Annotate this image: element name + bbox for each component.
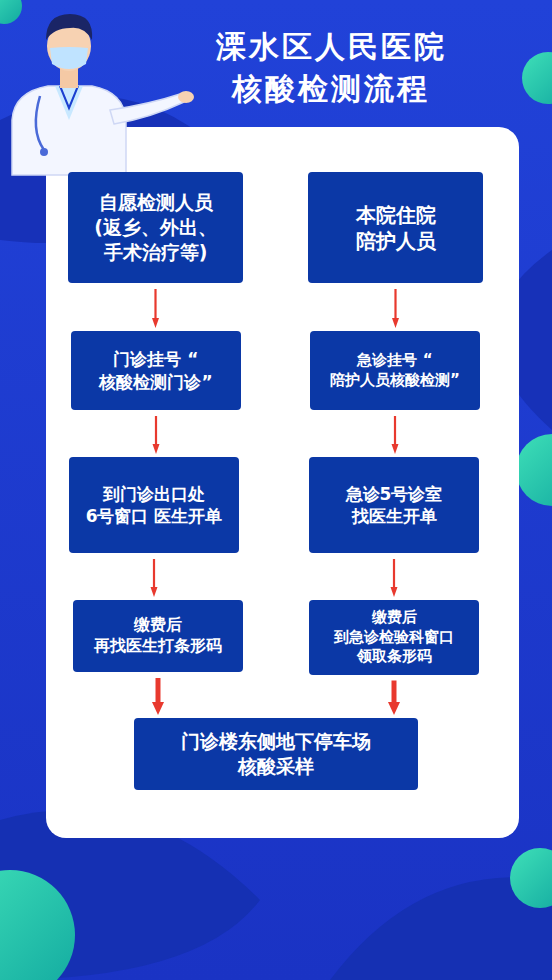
flow-arrow: [153, 416, 160, 454]
process-box: 急诊挂号 “ 陪护人员核酸检测”: [310, 331, 480, 410]
box-text: 门诊楼东侧地下停车场 核酸采样: [144, 729, 408, 778]
flow-arrow: [388, 681, 400, 716]
process-box: 缴费后 到急诊检验科窗口 领取条形码: [309, 600, 479, 675]
arrow-line: [156, 678, 161, 704]
arrow-head: [151, 587, 158, 597]
arrow-head: [392, 444, 399, 454]
arrow-line: [154, 289, 156, 320]
poster-title: 溧水区人民医院 核酸检测流程: [196, 26, 466, 110]
deco-circle: [510, 848, 552, 908]
deco-circle: [522, 52, 552, 104]
process-box: 门诊楼东侧地下停车场 核酸采样: [134, 718, 418, 790]
flow-arrow: [152, 678, 164, 715]
process-box: 门诊挂号 “ 核酸检测门诊”: [71, 331, 241, 410]
box-text: 本院住院 陪护人员: [318, 202, 473, 254]
box-text: 到门诊出口处 6号窗口 医生开单: [79, 483, 229, 527]
arrow-head: [388, 702, 400, 715]
box-text: 急诊挂号 “ 陪护人员核酸检测”: [320, 351, 470, 390]
arrow-line: [153, 559, 155, 589]
deco-circle: [0, 870, 75, 980]
arrow-line: [155, 416, 157, 446]
arrow-head: [152, 702, 164, 715]
arrow-head: [392, 318, 399, 328]
process-box: 急诊5号诊室 找医生开单: [309, 457, 479, 553]
arrow-line: [394, 416, 396, 446]
box-text: 缴费后 到急诊检验科窗口 领取条形码: [319, 608, 469, 667]
deco-circle: [0, 0, 22, 24]
box-text: 急诊5号诊室 找医生开单: [319, 483, 469, 527]
process-box: 自愿检测人员 (返乡、外出、 手术治疗等): [68, 172, 243, 283]
arrow-head: [152, 318, 159, 328]
deco-circle: [516, 434, 552, 506]
process-box: 缴费后 再找医生打条形码: [73, 600, 243, 672]
flow-arrow: [392, 416, 399, 454]
arrow-head: [153, 444, 160, 454]
process-box: 到门诊出口处 6号窗口 医生开单: [69, 457, 239, 553]
flow-arrow: [152, 289, 159, 328]
flow-arrow: [151, 559, 158, 597]
white-panel: [46, 127, 519, 838]
box-text: 门诊挂号 “ 核酸检测门诊”: [81, 348, 231, 392]
arrow-line: [394, 289, 396, 320]
doctor-illustration: [12, 14, 194, 175]
box-text: 缴费后 再找医生打条形码: [83, 615, 233, 657]
arrow-head: [391, 587, 398, 597]
process-box: 本院住院 陪护人员: [308, 172, 483, 283]
arrow-line: [393, 559, 395, 589]
box-text: 自愿检测人员 (返乡、外出、 手术治疗等): [78, 190, 233, 264]
flow-arrow: [392, 289, 399, 328]
arrow-line: [392, 681, 397, 705]
flow-arrow: [391, 559, 398, 597]
